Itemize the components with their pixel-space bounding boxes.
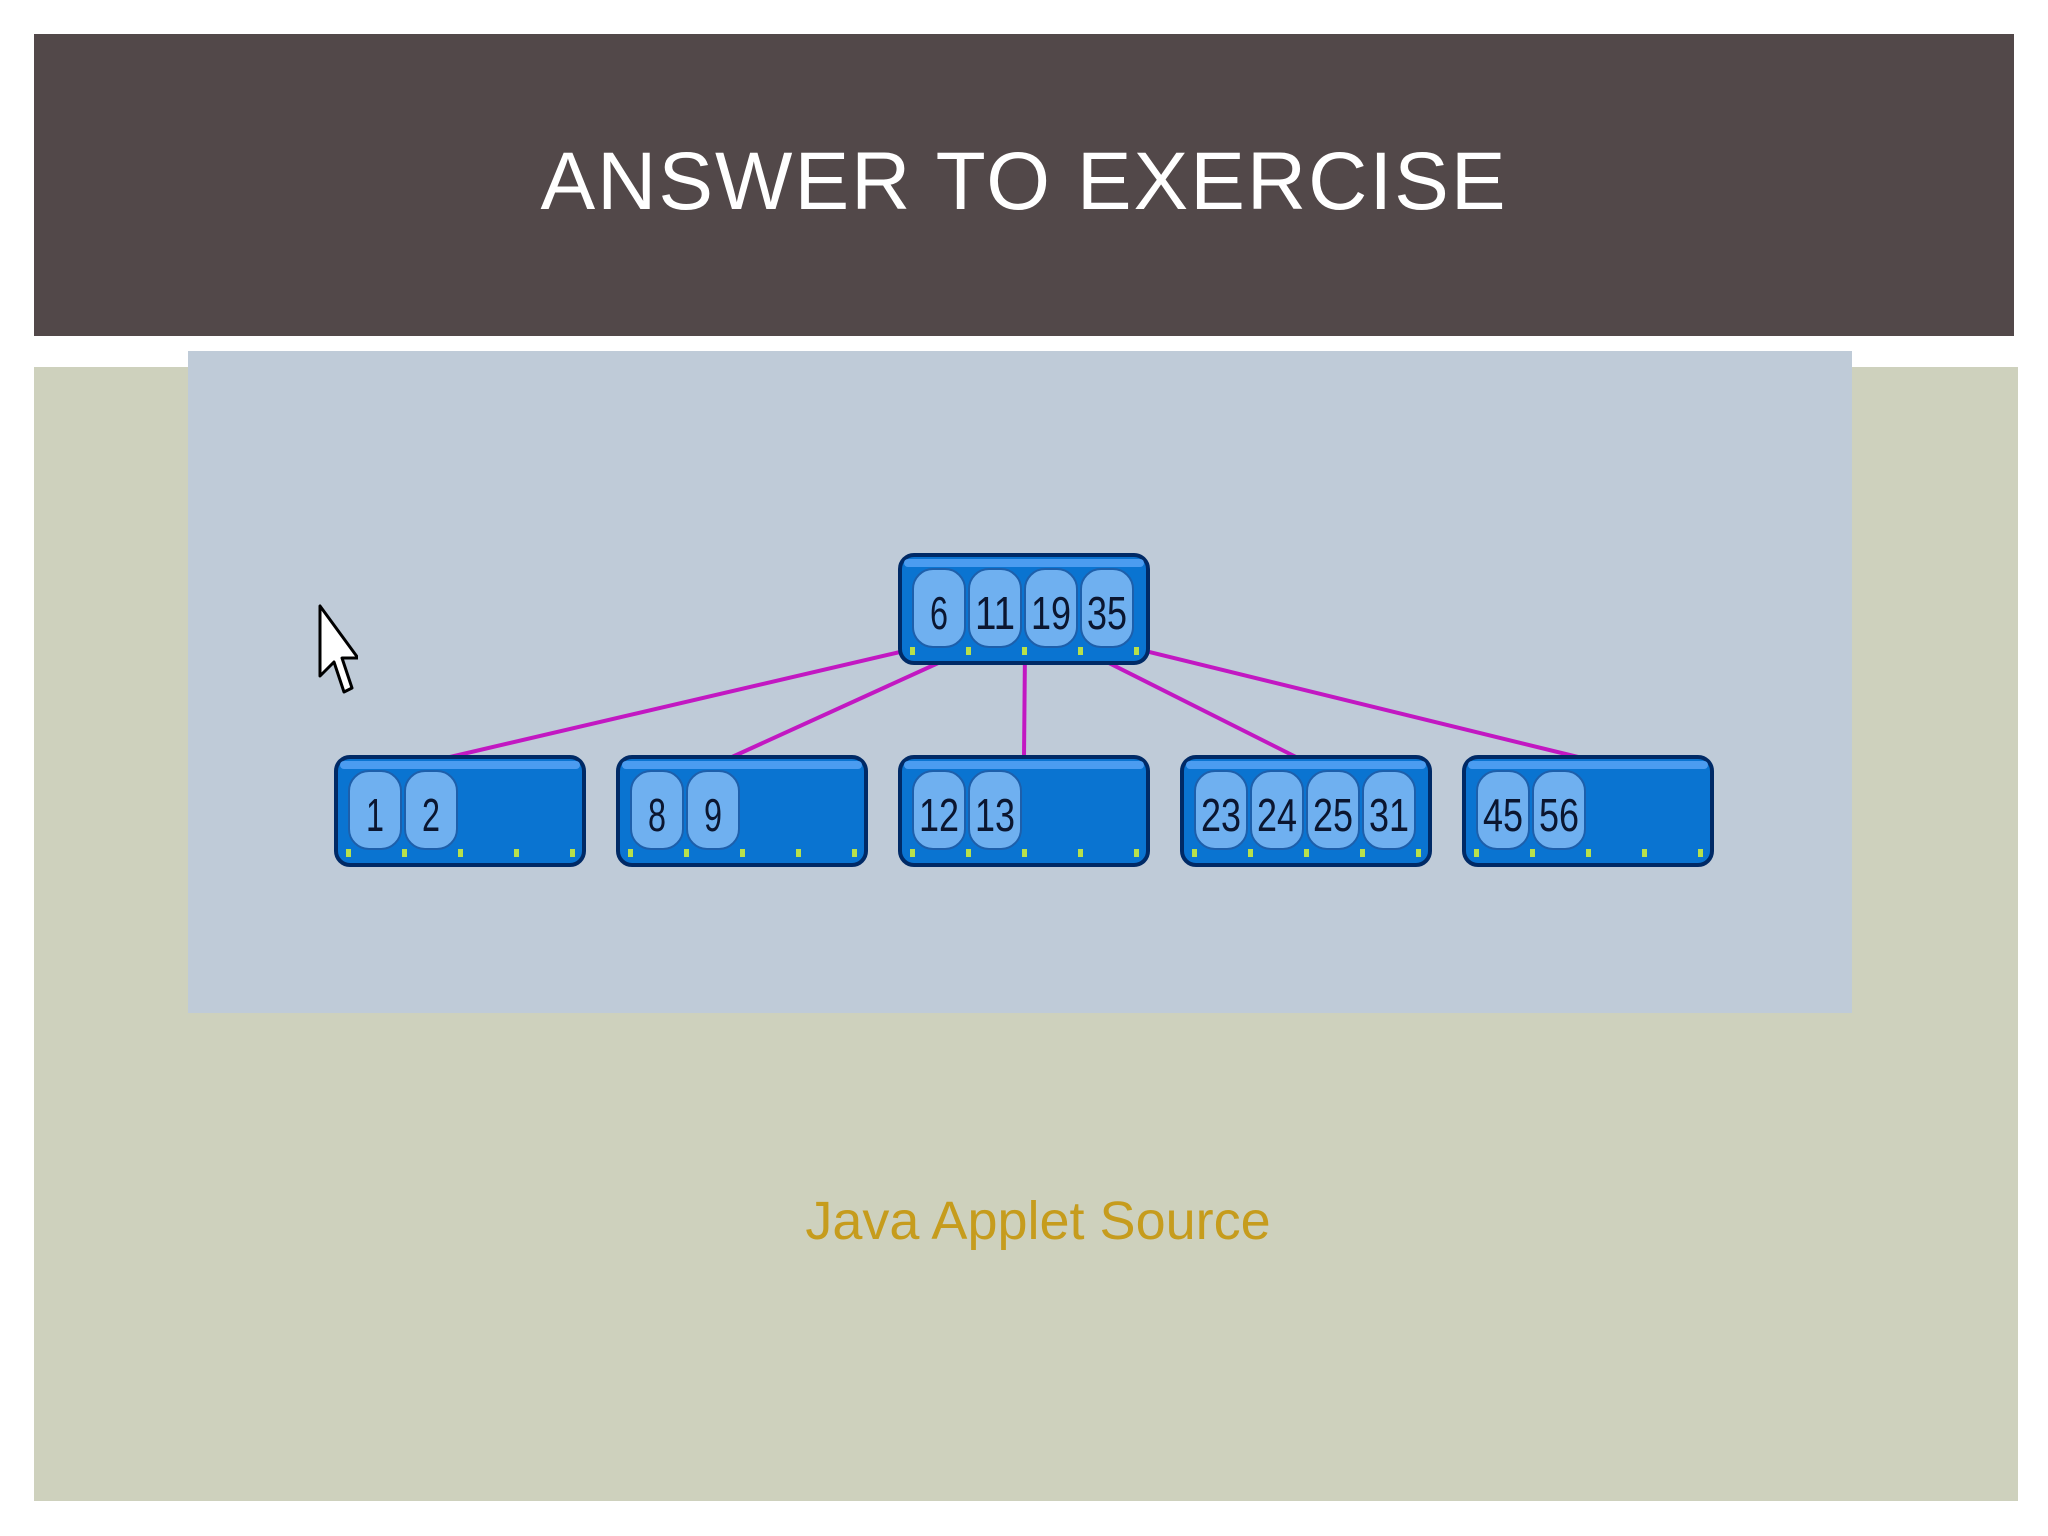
tree-edge [731,647,970,759]
tree-pointer-marker [1586,849,1591,857]
tree-pointer-marker [740,849,745,857]
tree-pointer-marker [1360,849,1365,857]
tree-pointer-marker [1134,849,1139,857]
tree-key: 23 [1201,789,1241,841]
tree-edge [1136,647,1579,759]
tree-pointer-marker [1698,849,1703,857]
tree-pointer-marker [346,849,351,857]
tree-leaf-node-highlight [622,761,862,769]
tree-leaf-node-highlight [1186,761,1426,769]
tree-pointer-marker [1642,849,1647,857]
tree-pointer-marker [402,849,407,857]
tree-pointer-marker [514,849,519,857]
tree-key: 12 [919,789,959,841]
tree-pointer-marker [1304,849,1309,857]
tree-key-slot [1194,770,1248,850]
tree-pointer-marker [1022,849,1027,857]
tree-key-slot [1476,770,1530,850]
tree-leaf-node-highlight [904,761,1144,769]
slide-title: ANSWER TO EXERCISE [540,136,1508,227]
tree-pointer-marker [966,849,971,857]
tree-key: 8 [648,789,666,841]
tree-pointer-marker [570,849,575,857]
tree-key: 35 [1087,587,1127,639]
tree-key: 9 [704,789,722,841]
tree-pointer-marker [684,849,689,857]
tree-key: 19 [1031,587,1071,639]
tree-key-slot [912,568,966,648]
tree-pointer-marker [1192,849,1197,857]
tree-key-slot [1362,770,1416,850]
mouse-pointer-icon [318,604,360,705]
tree-key-slot [348,770,402,850]
tree-pointer-marker [966,647,971,655]
tree-key: 1 [366,789,384,841]
tree-key-slot [686,770,740,850]
tree-leaf-node-highlight [1468,761,1708,769]
tree-key: 11 [975,587,1015,639]
tree-key: 25 [1313,789,1353,841]
tree-key: 45 [1483,789,1523,841]
tree-pointer-marker [796,849,801,857]
tree-leaf-node-highlight [340,761,580,769]
tree-pointer-marker [458,849,463,857]
tree-pointer-marker [1530,849,1535,857]
tree-key-slot [968,568,1022,648]
tree-pointer-marker [1078,849,1083,857]
tree-pointer-marker [852,849,857,857]
tree-pointer-marker [910,647,915,655]
tree-pointer-marker [1134,647,1139,655]
caption-java-applet-source: Java Applet Source [805,1191,1271,1251]
tree-key-slot [1306,770,1360,850]
tree-key-slot [912,770,966,850]
tree-key: 6 [930,587,948,639]
tree-key: 24 [1257,789,1297,841]
tree-key: 2 [422,789,440,841]
tree-pointer-marker [1416,849,1421,857]
tree-edge [449,647,914,759]
tree-key-slot [630,770,684,850]
tree-edge [1080,647,1297,759]
tree-pointer-marker [1248,849,1253,857]
tree-key-slot [968,770,1022,850]
tree-key-slot [404,770,458,850]
tree-pointer-marker [1474,849,1479,857]
tree-key: 13 [975,789,1015,841]
tree-key-slot [1532,770,1586,850]
tree-pointer-marker [1022,647,1027,655]
tree-key-slot [1250,770,1304,850]
tree-edge [1022,648,1027,758]
title-bar: ANSWER TO EXERCISE [34,34,2014,336]
tree-pointer-marker [910,849,915,857]
tree-key: 31 [1369,789,1409,841]
tree-pointer-marker [628,849,633,857]
tree-key-slot [1080,568,1134,648]
tree-key-slot [1024,568,1078,648]
tree-pointer-marker [1078,647,1083,655]
tree-key: 56 [1539,789,1579,841]
tree-root-node-highlight [904,559,1144,567]
